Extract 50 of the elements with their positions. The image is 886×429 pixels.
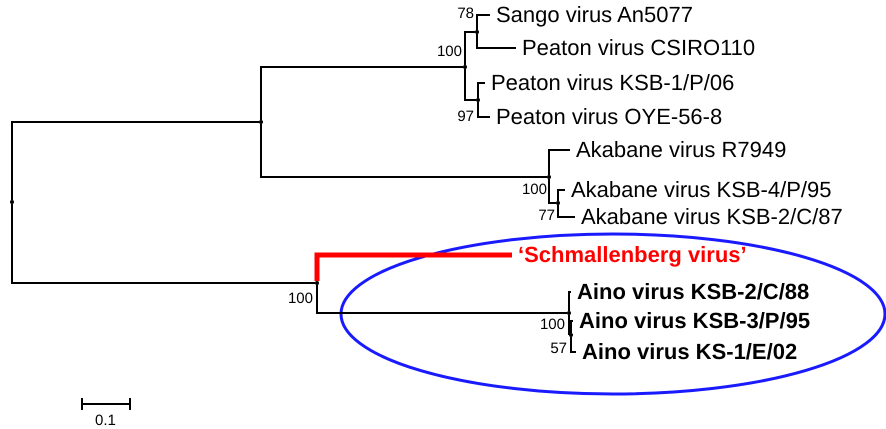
taxon-label: Aino virus KSB-2/C/88 (571, 279, 810, 305)
taxon-label: Sango virus An5077 (490, 2, 693, 28)
tree-branch (568, 315, 570, 336)
branch-node (475, 30, 479, 34)
tree-branch (477, 102, 490, 118)
bootstrap-value: 57 (550, 341, 567, 357)
tree-branch (548, 149, 570, 175)
branch-node (315, 281, 319, 285)
tree-branch (260, 124, 547, 178)
bootstrap-value: 100 (522, 182, 547, 198)
tree-branch (570, 337, 576, 353)
bootstrap-value: 100 (288, 291, 313, 307)
bootstrap-value: 100 (540, 317, 565, 333)
tree-branch (568, 291, 571, 311)
tree-branch (464, 69, 476, 101)
taxon-label: Peaton virus OYE-56-8 (490, 104, 722, 130)
taxon-label: Peaton virus KSB-1/P/06 (485, 70, 734, 96)
tree-branch (557, 189, 565, 201)
bootstrap-value: 77 (538, 208, 555, 224)
branch-node (567, 311, 571, 315)
taxon-label: Akabane virus KSB-2/C/87 (575, 204, 843, 230)
tree-branch (557, 205, 575, 218)
taxon-label: Aino virus KSB-3/P/95 (573, 308, 810, 334)
branch-node (569, 333, 573, 337)
tree-branch (316, 285, 567, 314)
taxon-label: ‘Schmallenberg virus’ (512, 242, 747, 268)
taxon-label: Aino virus KS-1/E/02 (576, 339, 798, 365)
tree-branch (260, 66, 463, 120)
branch-node (259, 120, 263, 124)
taxon-label: Akabane virus KSB-4/P/95 (565, 177, 832, 203)
bootstrap-value: 100 (436, 44, 462, 60)
tree-branch (477, 82, 485, 98)
branch-node (547, 175, 551, 179)
branch-node (476, 98, 480, 102)
branch-node (463, 65, 467, 69)
tree-branch (548, 179, 556, 204)
tree-branch (11, 204, 315, 284)
taxon-label: Peaton virus CSIRO110 (516, 35, 756, 61)
scale-value: 0.1 (95, 413, 116, 429)
tree-branch (11, 121, 259, 200)
branch-node (10, 200, 14, 204)
tree-branch (570, 320, 573, 333)
bootstrap-value: 78 (457, 6, 474, 22)
taxon-label: Akabane virus R7949 (570, 137, 786, 163)
tree-branch (314, 252, 512, 281)
branch-node (556, 201, 560, 205)
tree-branch (476, 14, 490, 30)
bootstrap-value: 97 (457, 109, 474, 125)
tree-branch (464, 31, 475, 65)
tree-branch (476, 34, 516, 49)
